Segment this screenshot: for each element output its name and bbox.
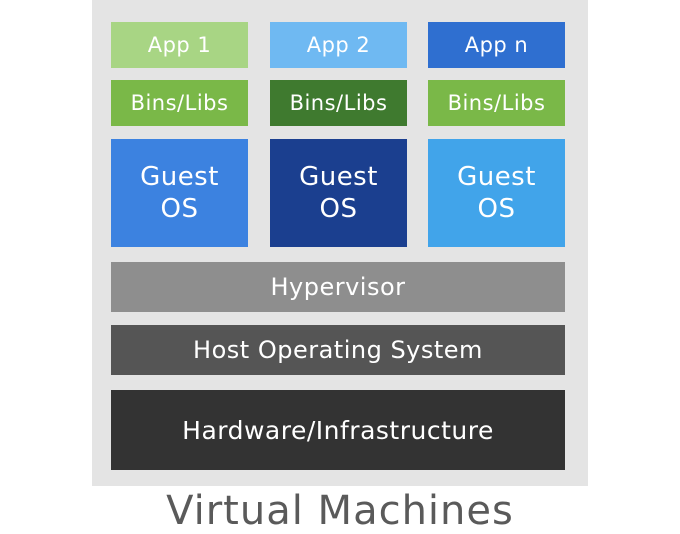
guest-os-3-label: Guest OS [457,162,536,224]
bins-libs-3-block: Bins/Libs [428,80,565,126]
guest-os-3-block: Guest OS [428,139,565,247]
bins-libs-1-block: Bins/Libs [111,80,248,126]
guest-os-2-block: Guest OS [270,139,407,247]
diagram-caption: Virtual Machines [166,488,514,534]
hypervisor-layer: Hypervisor [111,262,565,312]
host-os-layer: Host Operating System [111,325,565,375]
app-2-block: App 2 [270,22,407,68]
hardware-layer: Hardware/Infrastructure [111,390,565,470]
guest-os-1-label: Guest OS [140,162,219,224]
app-n-block: App n [428,22,565,68]
guest-os-1-block: Guest OS [111,139,248,247]
app-1-block: App 1 [111,22,248,68]
guest-os-2-label: Guest OS [299,162,378,224]
bins-libs-2-block: Bins/Libs [270,80,407,126]
